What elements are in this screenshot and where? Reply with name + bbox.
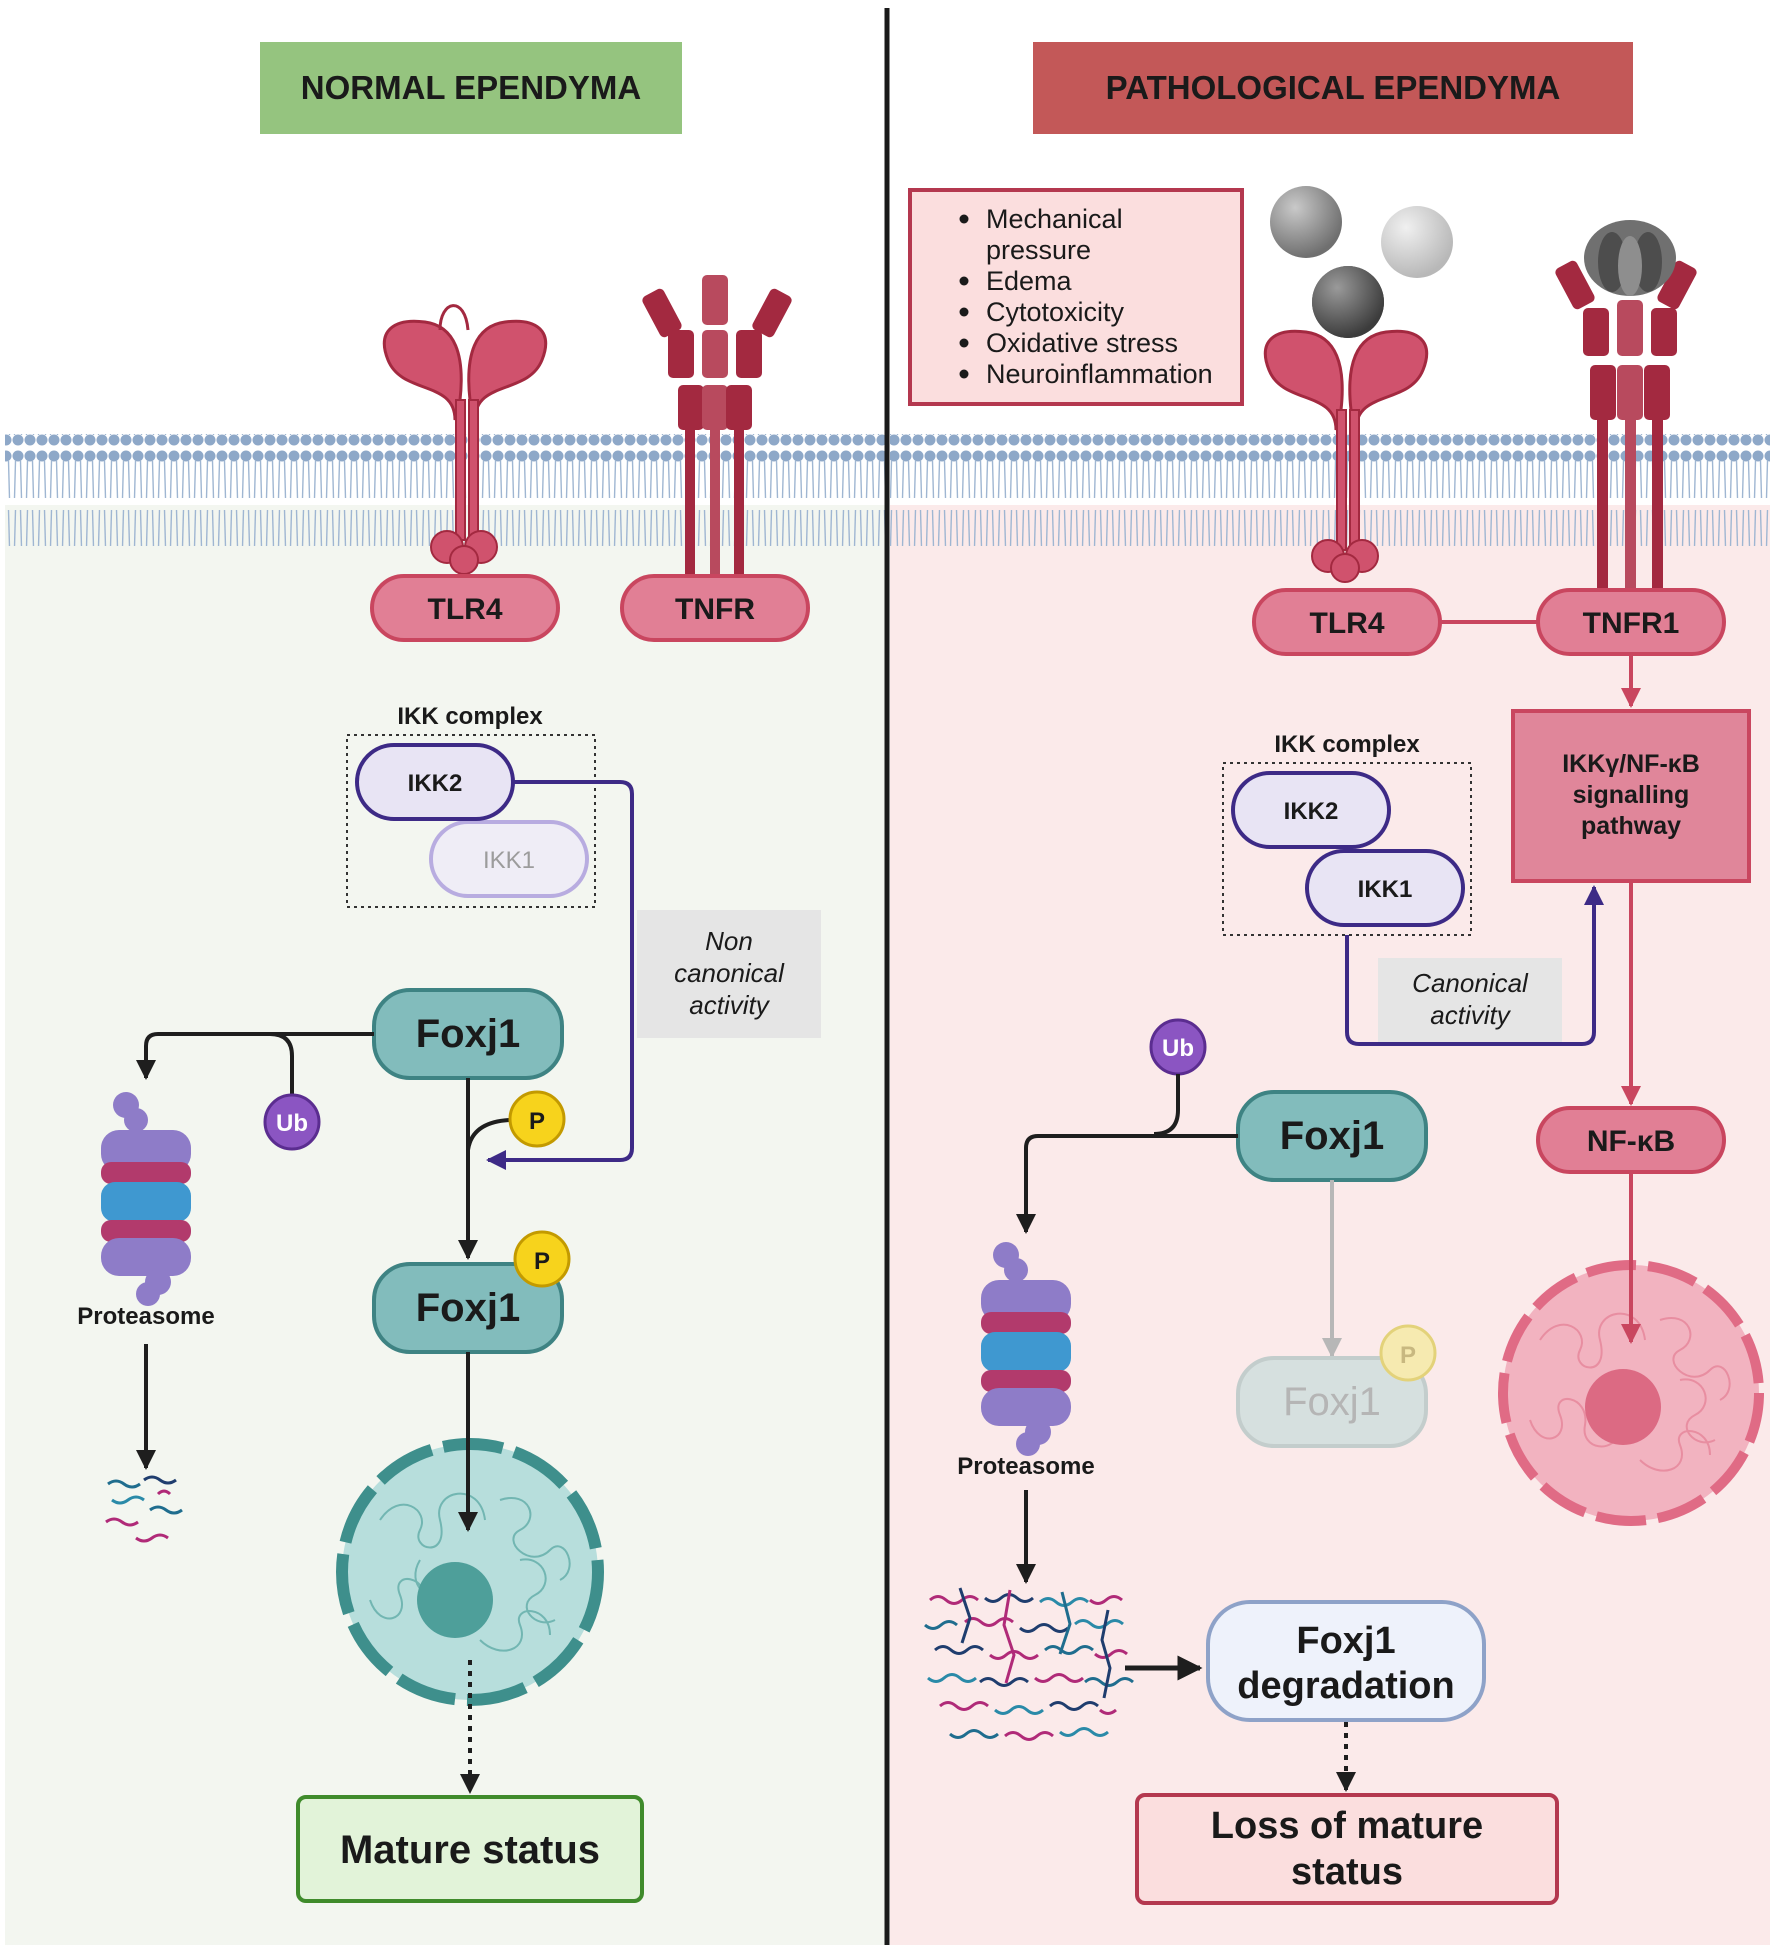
loss-status-line-2: status [1291, 1851, 1403, 1893]
ub-label-right: Ub [1162, 1035, 1194, 1062]
tlr4-label-right: TLR4 [1310, 607, 1385, 640]
foxj1-faded-label: Foxj1 [1283, 1380, 1381, 1424]
phospho-label-faded: P [1400, 1342, 1416, 1369]
non-canonical-line-3: activity [689, 990, 770, 1020]
pathway-line-2: signalling [1573, 781, 1690, 809]
non-canonical-box [637, 910, 821, 1038]
loss-status-box [1135, 1793, 1559, 1905]
foxj1-phospho-label-left: Foxj1 [416, 1286, 520, 1330]
non-canonical-line-1: Non [705, 926, 753, 956]
pathway-box [1511, 709, 1751, 883]
stressor-pressure: pressure [986, 235, 1091, 265]
foxj1-label-left: Foxj1 [416, 1012, 520, 1056]
loss-status-line-1: Loss of mature [1211, 1805, 1483, 1847]
stressors-box [908, 188, 1244, 406]
ub-branch-right [1153, 1074, 1180, 1136]
tnfr-label-left: TNFR [675, 593, 755, 626]
peptide-fragments-left [105, 1475, 183, 1543]
ub-label-left: Ub [276, 1110, 308, 1137]
normal-header-box [260, 42, 682, 134]
pathological-header-box [1033, 42, 1633, 134]
tlr4-label-left: TLR4 [428, 593, 503, 626]
foxj1-to-proteasome-arrow-right [1016, 1134, 1238, 1234]
foxj1-faded-box [1236, 1356, 1428, 1448]
ikk2-box-right [1231, 771, 1391, 849]
degradation-line-1: Foxj1 [1296, 1620, 1395, 1662]
phospho-label-left-2: P [534, 1248, 550, 1275]
tlr4-receptor-left [382, 304, 548, 575]
canonical-box [1378, 958, 1562, 1042]
canonical-line-2: activity [1430, 1000, 1511, 1030]
pathological-membrane [890, 434, 1770, 546]
mature-status-box [296, 1795, 644, 1903]
degradation-box [1206, 1600, 1486, 1722]
stressor-mechanical: Mechanical [986, 204, 1123, 234]
phospho-badge-left-2 [513, 1230, 571, 1288]
stressor-edema: Edema [986, 266, 1073, 296]
ligand-sphere-1 [1270, 186, 1342, 258]
tnfr1-receptor-right [1555, 220, 1697, 590]
ikk2-label-left: IKK2 [408, 770, 463, 797]
ub-to-proteasome-arrow-left [136, 1032, 374, 1080]
tnfr-label-box-left [620, 574, 810, 642]
non-canonical-line-2: canonical [674, 958, 785, 988]
normal-membrane [5, 434, 885, 546]
phospho-badge-faded [1379, 1324, 1437, 1382]
proteasome-left [101, 1092, 191, 1306]
pathway-line-3: pathway [1581, 812, 1681, 840]
ub-badge-left [263, 1093, 321, 1151]
proteasome-right [981, 1242, 1071, 1456]
peptide-fragments-right [924, 1587, 1134, 1741]
ikk1-label-left: IKK1 [483, 847, 535, 874]
mature-status-label: Mature status [340, 1828, 600, 1872]
tnfr1-label: TNFR1 [1583, 607, 1680, 640]
non-canonical-arrow [486, 780, 634, 1170]
ikk2-label-right: IKK2 [1284, 798, 1339, 825]
stressors-list: Mechanical pressure Edema Cytotoxicity O… [959, 204, 1213, 389]
pathological-title: PATHOLOGICAL EPENDYMA [1106, 69, 1561, 106]
stressor-oxidative: Oxidative stress [986, 328, 1178, 358]
tlr4-label-box-left [370, 574, 560, 642]
phospho-branch-left [466, 1118, 511, 1151]
ikk1-label-right: IKK1 [1358, 876, 1413, 903]
ikk-complex-label-right: IKK complex [1274, 731, 1420, 758]
ikk1-box-left [429, 820, 589, 898]
nucleus-left [336, 1438, 604, 1706]
tlr4-receptor-right [1263, 329, 1429, 583]
stressor-neuroinflammation: Neuroinflammation [986, 359, 1213, 389]
stressor-cytotoxicity: Cytotoxicity [986, 297, 1125, 327]
phospho-badge-left [508, 1090, 566, 1148]
ub-branch-left [269, 1032, 294, 1096]
proteasome-label-left: Proteasome [77, 1303, 214, 1330]
ligand-bound-tlr4 [1312, 266, 1384, 338]
ikk-complex-label-left: IKK complex [397, 703, 543, 730]
nfkb-label: NF-κB [1587, 1125, 1675, 1158]
tnfr-receptor-left [642, 275, 792, 578]
canonical-arrow [1345, 885, 1604, 1046]
foxj1-label-right: Foxj1 [1280, 1114, 1384, 1158]
proteasome-label-right: Proteasome [957, 1453, 1094, 1480]
phospho-label-left: P [529, 1108, 545, 1135]
pathway-line-1: IKKγ/NF-κB [1562, 750, 1700, 778]
normal-title: NORMAL EPENDYMA [301, 69, 641, 106]
ikk1-box-right [1305, 849, 1465, 927]
degradation-line-2: degradation [1237, 1665, 1454, 1707]
canonical-line-1: Canonical [1412, 968, 1529, 998]
ligand-sphere-2 [1381, 206, 1453, 278]
